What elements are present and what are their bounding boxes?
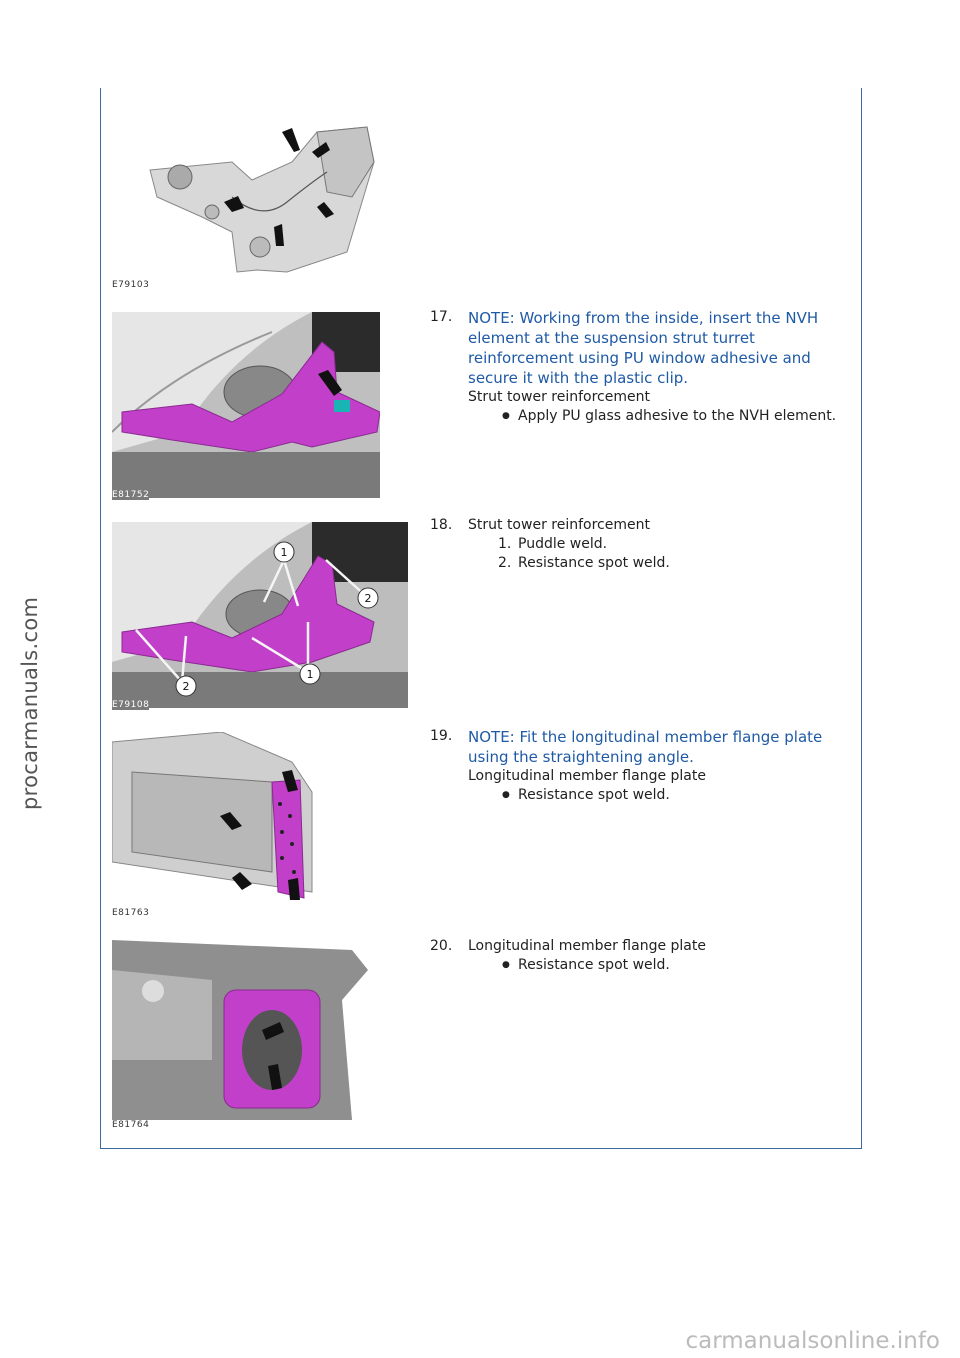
step-note: NOTE: Working from the inside, insert th… [468, 309, 819, 387]
figure-id: E81752 [112, 490, 150, 500]
figure-e79108: 1 2 2 1 E79108 [112, 522, 408, 710]
figure-e81764: E81764 [112, 940, 368, 1130]
step-note: NOTE: Fit the longitudinal member flange… [468, 728, 823, 766]
callout-1-bottom: 1 [307, 668, 314, 681]
footer-watermark: carmanualsonline.info [685, 1328, 940, 1354]
figure-e81752: E81752 [112, 312, 380, 500]
list-item: 1.Puddle weld. [498, 536, 608, 552]
list-item: 2.Resistance spot weld. [498, 555, 670, 571]
step-heading: Strut tower reinforcement [468, 517, 650, 533]
figure-e79103: E79103 [112, 122, 382, 290]
step-19: 19. NOTE: Fit the longitudinal member fl… [430, 727, 840, 805]
bullet-item: Resistance spot weld. [502, 786, 840, 805]
figure-id: E79103 [112, 280, 150, 290]
callout-2-right: 2 [365, 592, 372, 605]
flange-plate-illustration [112, 732, 322, 902]
step-number: 20. [430, 938, 453, 954]
bullet-item: Resistance spot weld. [502, 956, 840, 975]
step-number: 18. [430, 517, 453, 533]
callout-2-bottom: 2 [183, 680, 190, 693]
weld-points-illustration: 1 2 2 1 [112, 522, 408, 708]
figure-id: E79108 [112, 700, 150, 710]
strut-panel-illustration [149, 126, 375, 273]
side-watermark: procarmanuals.com [18, 596, 42, 810]
step-number: 17. [430, 309, 453, 325]
bullet-item: Apply PU glass adhesive to the NVH eleme… [502, 407, 840, 426]
step-heading: Longitudinal member flange plate [468, 938, 706, 954]
callout-1-top: 1 [281, 546, 288, 559]
figure-e81763: E81763 [112, 732, 322, 918]
page-frame [100, 88, 862, 1149]
flange-plate-outer-illustration [112, 940, 368, 1120]
figure-id: E81763 [112, 908, 150, 918]
step-number: 19. [430, 728, 453, 744]
step-17: 17. NOTE: Working from the inside, inser… [430, 308, 840, 426]
step-18: 18. Strut tower reinforcement 1.Puddle w… [430, 516, 840, 573]
step-20: 20. Longitudinal member flange plate Res… [430, 937, 840, 975]
figure-id: E81764 [112, 1120, 150, 1130]
step-heading: Strut tower reinforcement [468, 389, 650, 405]
strut-tower-illustration [112, 312, 380, 498]
step-heading: Longitudinal member flange plate [468, 768, 706, 784]
